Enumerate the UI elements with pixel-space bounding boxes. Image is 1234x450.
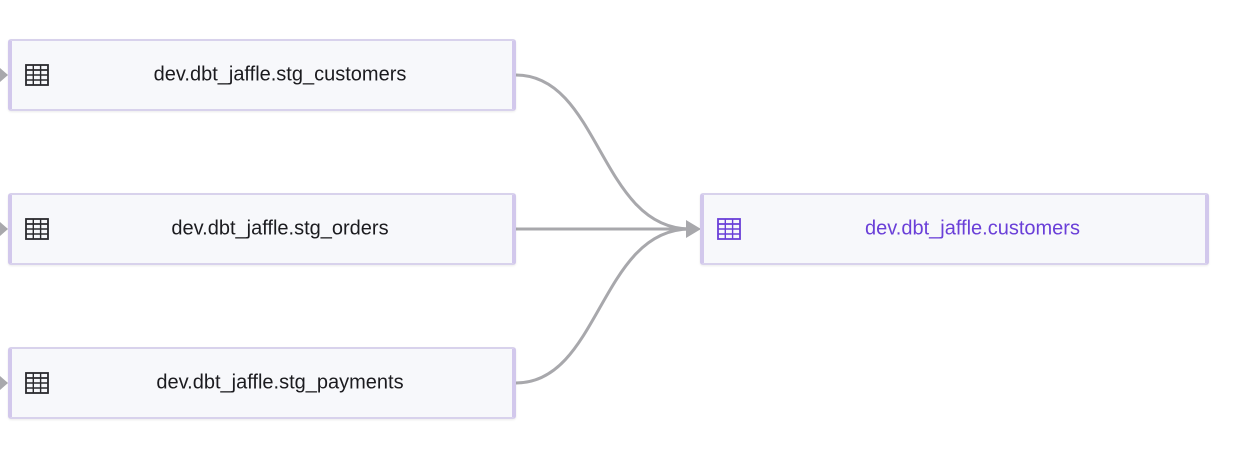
- node-label: dev.dbt_jaffle.customers: [865, 217, 1080, 240]
- node-stg-orders[interactable]: dev.dbt_jaffle.stg_orders: [8, 193, 516, 265]
- edge-stg-customers-to-customers[interactable]: [515, 73, 691, 231]
- node-label: dev.dbt_jaffle.stg_customers: [153, 63, 407, 86]
- incoming-arrow-stg-customers: [0, 68, 8, 82]
- node-stg-customers[interactable]: dev.dbt_jaffle.stg_customers: [8, 39, 516, 111]
- node-label: dev.dbt_jaffle.stg_orders: [171, 217, 389, 240]
- incoming-arrow-stg-orders: [0, 222, 8, 236]
- node-stg-payments[interactable]: dev.dbt_jaffle.stg_payments: [8, 347, 516, 419]
- table-icon: [717, 218, 741, 240]
- edge-stg-payments-to-customers[interactable]: [515, 227, 691, 385]
- node-label: dev.dbt_jaffle.stg_payments: [156, 371, 404, 394]
- table-icon: [25, 218, 49, 240]
- incoming-arrow-stg-payments: [0, 376, 8, 390]
- table-icon: [25, 64, 49, 86]
- node-customers[interactable]: dev.dbt_jaffle.customers: [700, 193, 1209, 265]
- edge-arrowhead-customers: [686, 220, 701, 238]
- table-icon: [25, 372, 49, 394]
